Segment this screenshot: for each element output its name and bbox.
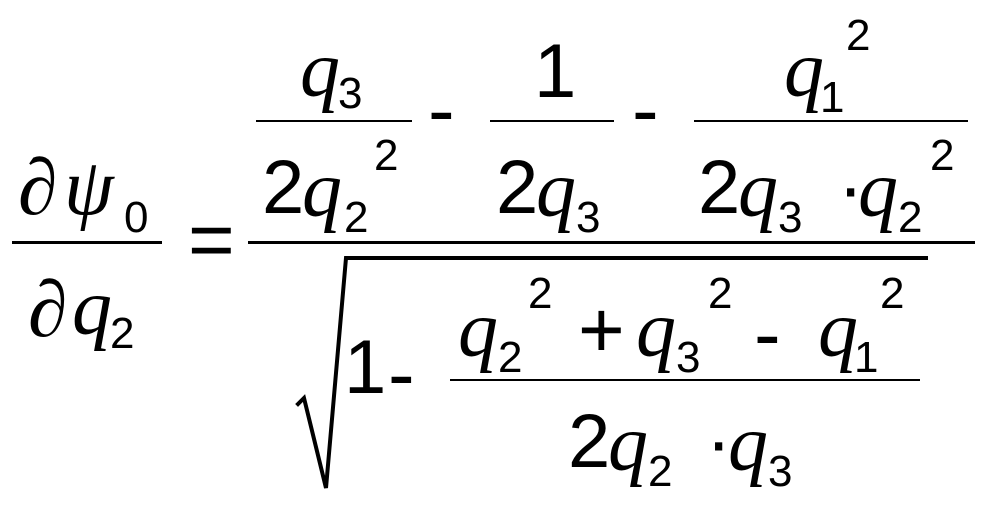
numerator-minus-2: - xyxy=(632,65,659,154)
radical-minus: - xyxy=(388,329,415,418)
term3-den-coefficient: 2 xyxy=(698,145,741,230)
inner-num-q-a: q xyxy=(458,286,498,374)
term2-den-subscript: 3 xyxy=(576,193,601,242)
lhs-partial-bottom: ∂ xyxy=(28,266,68,354)
lhs-psi: ψ xyxy=(64,144,114,232)
inner-fraction-bar xyxy=(450,379,920,381)
inner-den-coefficient: 2 xyxy=(568,399,611,484)
inner-num-sup-a: 2 xyxy=(528,269,553,318)
term3-num-q: q xyxy=(784,26,824,114)
main-fraction-bar xyxy=(248,241,975,244)
term3-den-superscript2: 2 xyxy=(930,131,955,180)
term3-num-subscript: 1 xyxy=(820,73,845,122)
lhs-partial-top: ∂ xyxy=(18,144,58,232)
inner-num-minus: - xyxy=(754,289,781,378)
term2-numerator: 1 xyxy=(534,29,577,114)
term1-fraction-bar xyxy=(256,120,412,122)
term3-den-subscript2: 2 xyxy=(898,193,923,242)
inner-den-q-a: q xyxy=(608,400,648,488)
lhs-q-subscript: 2 xyxy=(110,309,135,358)
term2-den-q: q xyxy=(536,146,576,234)
term1-den-superscript: 2 xyxy=(374,131,399,180)
term3-fraction-bar xyxy=(694,120,968,122)
equals-sign: = xyxy=(188,195,235,284)
term3-num-superscript: 2 xyxy=(846,11,871,60)
inner-num-sub-a: 2 xyxy=(498,333,523,382)
lhs-q: q xyxy=(72,264,112,352)
inner-den-q-b: q xyxy=(728,400,768,488)
term3-den-q2: q xyxy=(858,146,898,234)
lhs-psi-subscript: 0 xyxy=(124,193,149,242)
inner-den-sub-b: 3 xyxy=(768,447,793,496)
inner-num-plus: + xyxy=(578,285,625,374)
term1-den-coefficient: 2 xyxy=(262,145,305,230)
term1-num-q: q xyxy=(300,26,340,114)
lhs-fraction-bar xyxy=(12,241,162,244)
inner-num-sub-b: 3 xyxy=(676,333,701,382)
term1-den-q: q xyxy=(302,146,342,234)
inner-den-dot: · xyxy=(706,399,732,484)
inner-num-sup-b: 2 xyxy=(708,269,733,318)
inner-num-q-b: q xyxy=(636,286,676,374)
inner-num-q-c: q xyxy=(818,286,858,374)
term3-den-q1: q xyxy=(738,146,778,234)
term2-fraction-bar xyxy=(490,120,614,122)
numerator-minus-1: - xyxy=(428,65,455,154)
radical-one: 1 xyxy=(344,325,387,410)
term3-den-dot: · xyxy=(838,145,864,230)
inner-num-sup-c: 2 xyxy=(880,269,905,318)
term2-den-coefficient: 2 xyxy=(496,145,539,230)
term1-num-subscript: 3 xyxy=(338,69,363,118)
inner-den-sub-a: 2 xyxy=(648,447,673,496)
term3-den-subscript1: 3 xyxy=(778,193,803,242)
inner-num-sub-c: 1 xyxy=(854,333,879,382)
term1-den-subscript: 2 xyxy=(344,193,369,242)
